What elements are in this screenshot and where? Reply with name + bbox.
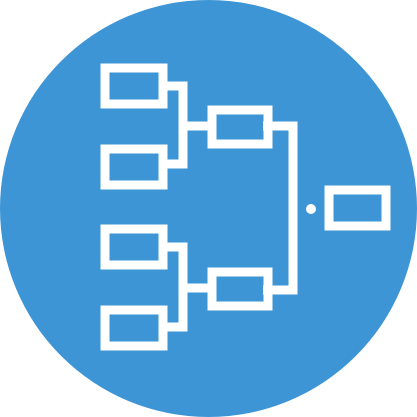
bracket-connectors: [163, 81, 298, 332]
slot-round1-1: [100, 63, 168, 109]
connector-semifinal: [263, 121, 298, 295]
slot-final: [324, 185, 391, 231]
slot-round1-3: [100, 224, 168, 270]
bracket-slots: [100, 63, 391, 351]
slot-round2-1: [207, 105, 273, 149]
final-dot: [306, 204, 316, 214]
slot-round1-2: [100, 144, 168, 190]
slot-round1-4: [100, 305, 168, 351]
slot-round2-2: [207, 267, 273, 311]
